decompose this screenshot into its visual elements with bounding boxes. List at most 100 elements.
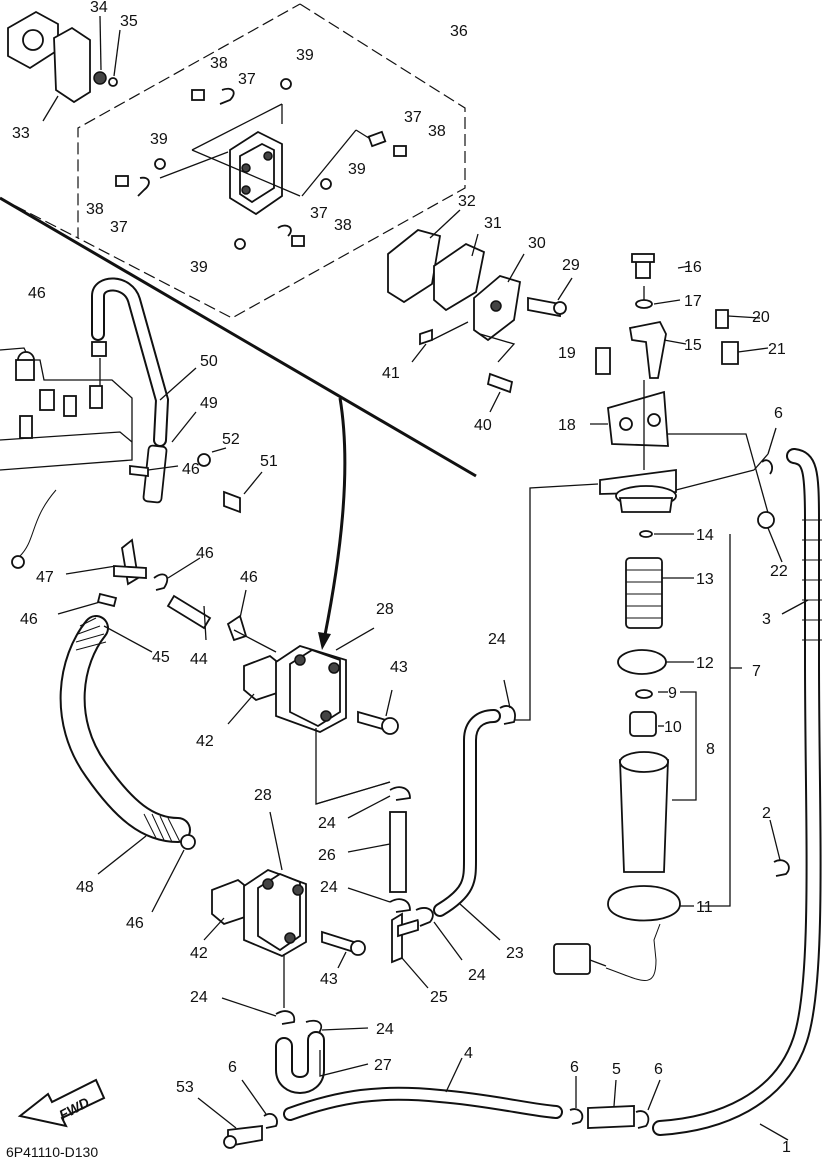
fuel-pump-lower: [203, 811, 366, 1008]
callout-48: 48: [76, 879, 94, 896]
callout-39-d: 39: [190, 259, 208, 276]
callout-31: 31: [484, 215, 502, 232]
primer-hose-right: [652, 448, 822, 1141]
callout-45: 45: [152, 649, 170, 666]
callout-24-f: 24: [376, 1021, 394, 1038]
callout-47: 47: [36, 569, 54, 586]
section-divider-line: [0, 196, 477, 478]
callout-46-e: 46: [20, 611, 38, 628]
callout-6-a: 6: [228, 1059, 237, 1076]
assembly-arrow-head: [318, 632, 331, 650]
callout-6-b: 6: [570, 1059, 579, 1076]
callout-24-c: 24: [320, 879, 338, 896]
callout-16: 16: [684, 259, 702, 276]
pump-body-upper: [159, 103, 373, 216]
callout-42-a: 42: [196, 733, 214, 750]
callout-14: 14: [696, 527, 714, 544]
callout-39-c: 39: [348, 161, 366, 178]
callout-39-a: 39: [296, 47, 314, 64]
callout-42-b: 42: [190, 945, 208, 962]
hose-48: [59, 615, 196, 913]
callout-24-e: 24: [190, 989, 208, 1006]
callout-7: 7: [752, 663, 761, 680]
callout-19: 19: [558, 345, 576, 362]
callout-8: 8: [706, 741, 715, 758]
clips-46-joint-47: [11, 464, 248, 642]
callout-49: 49: [200, 395, 218, 412]
callout-17: 17: [684, 293, 702, 310]
callout-10: 10: [664, 719, 682, 736]
callout-3: 3: [762, 611, 771, 628]
callout-38-a: 38: [210, 55, 228, 72]
callout-37-d: 37: [310, 205, 328, 222]
pin-and-screw-40-41: [411, 321, 516, 413]
callout-40: 40: [474, 417, 492, 434]
callout-15: 15: [684, 337, 702, 354]
callout-28-a: 28: [376, 601, 394, 618]
callout-26: 26: [318, 847, 336, 864]
callout-46-c: 46: [196, 545, 214, 562]
callout-37-c: 37: [110, 219, 128, 236]
callout-51: 51: [260, 453, 278, 470]
callout-24-a: 24: [488, 631, 506, 648]
pump-kit-dashed-box: [0, 3, 466, 319]
small-hardware-top: [115, 78, 407, 250]
callout-46-d: 46: [240, 569, 258, 586]
callout-36: 36: [450, 23, 468, 40]
hose-joint-44: [166, 594, 212, 641]
fuel-pump-upper: [227, 627, 399, 805]
callout-37-a: 37: [238, 71, 256, 88]
callout-18: 18: [558, 417, 576, 434]
callout-labels: 1 2 3 4 5 6 6 6 6 7 8 9 10 11 12 13 14 1…: [12, 0, 791, 1156]
joint-25-hose-23: [391, 679, 516, 989]
callout-1: 1: [782, 1139, 791, 1156]
callout-43-b: 43: [320, 971, 338, 988]
callout-38-c: 38: [86, 201, 104, 218]
callout-11: 11: [696, 899, 713, 916]
callout-30: 30: [528, 235, 546, 252]
diaphragm-plates: [387, 209, 573, 342]
callout-35: 35: [120, 13, 138, 30]
callout-46-f: 46: [126, 915, 144, 932]
callout-32: 32: [458, 193, 476, 210]
assembly-arrow-line: [322, 397, 347, 641]
callout-9: 9: [668, 685, 677, 702]
callout-13: 13: [696, 571, 714, 588]
callout-20: 20: [752, 309, 770, 326]
callout-4: 4: [464, 1045, 473, 1062]
callout-6-c: 6: [654, 1061, 663, 1078]
callout-41: 41: [382, 365, 400, 382]
plug-and-washer: [197, 447, 263, 514]
callout-52: 52: [222, 431, 240, 448]
callout-25: 25: [430, 989, 448, 1006]
callout-43-a: 43: [390, 659, 408, 676]
engine-block-outline: [0, 341, 133, 471]
callout-46-a: 46: [28, 285, 46, 302]
callout-22: 22: [770, 563, 788, 580]
callout-38-d: 38: [334, 217, 352, 234]
callout-53: 53: [176, 1079, 194, 1096]
callout-23: 23: [506, 945, 524, 962]
callout-37-b: 37: [404, 109, 422, 126]
callout-38-b: 38: [428, 123, 446, 140]
callout-24-b: 24: [318, 815, 336, 832]
callout-6-d: 6: [774, 405, 783, 422]
callout-44: 44: [190, 651, 208, 668]
callout-12: 12: [696, 655, 714, 672]
callout-27: 27: [374, 1057, 392, 1074]
callout-46-b: 46: [182, 461, 200, 478]
callout-39-b: 39: [150, 131, 168, 148]
callout-33: 33: [12, 125, 30, 142]
callout-28-b: 28: [254, 787, 272, 804]
callout-29: 29: [562, 257, 580, 274]
callout-34: 34: [90, 0, 108, 16]
callout-5: 5: [612, 1061, 621, 1078]
diagram-code: 6P41110-D130: [6, 1144, 99, 1160]
fuel-filter-assembly: [514, 253, 783, 981]
callout-21: 21: [768, 341, 786, 358]
hose-27-clips: [221, 997, 369, 1094]
pump-cover-parts: [7, 10, 121, 122]
fwd-arrow-icon: FWD: [17, 1078, 106, 1128]
pipe-26-clips-24: [347, 786, 411, 913]
